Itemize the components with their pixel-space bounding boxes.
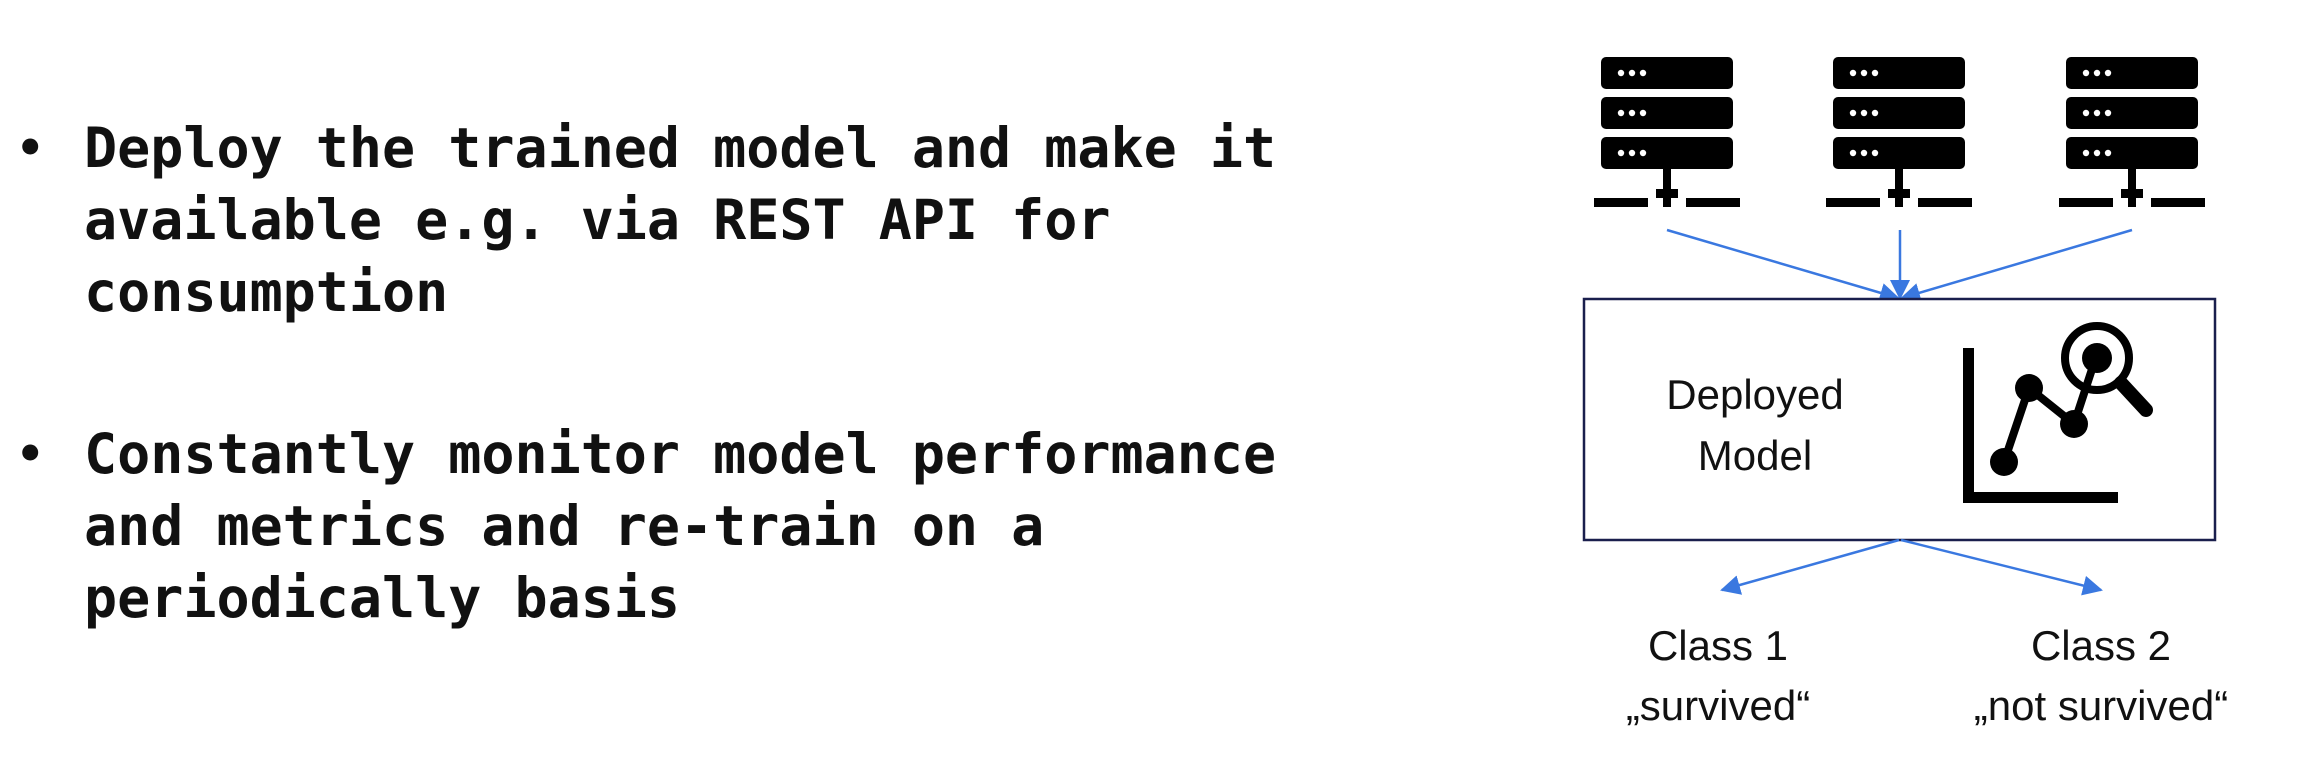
- bullet-list: • Deploy the trained model and make it a…: [14, 112, 1354, 634]
- arrow-model-to-class1: [1720, 538, 1900, 595]
- class2-name: „not survived“: [1974, 682, 2228, 729]
- deployed-model-box: [1582, 297, 2217, 542]
- class2-label: Class 2: [2031, 622, 2171, 669]
- arrow-model-to-class2: [1900, 538, 2103, 596]
- chart-magnifier-icon: [1963, 322, 2153, 503]
- class1-name: „survived“: [1626, 682, 1810, 729]
- model-label-line1: Deployed: [1666, 371, 1843, 418]
- bullet-text-deploy: Deploy the trained model and make it ava…: [84, 116, 1277, 324]
- bullet-item: • Deploy the trained model and make it a…: [14, 112, 1354, 328]
- server-icon-right: [2059, 57, 2205, 207]
- bullet-marker: •: [14, 116, 47, 180]
- bullet-text-monitor: Constantly monitor model performance and…: [84, 422, 1277, 630]
- bullet-item: • Constantly monitor model performance a…: [14, 418, 1354, 634]
- server-icon-left: [1594, 57, 1740, 207]
- arrow-server-right-to-model: [1900, 228, 2133, 303]
- server-icon-center: [1826, 57, 1972, 207]
- class1-label: Class 1: [1648, 622, 1788, 669]
- arrow-server-left-to-model: [1666, 228, 1900, 303]
- model-label-line2: Model: [1698, 432, 1812, 479]
- bullet-marker: •: [14, 422, 47, 486]
